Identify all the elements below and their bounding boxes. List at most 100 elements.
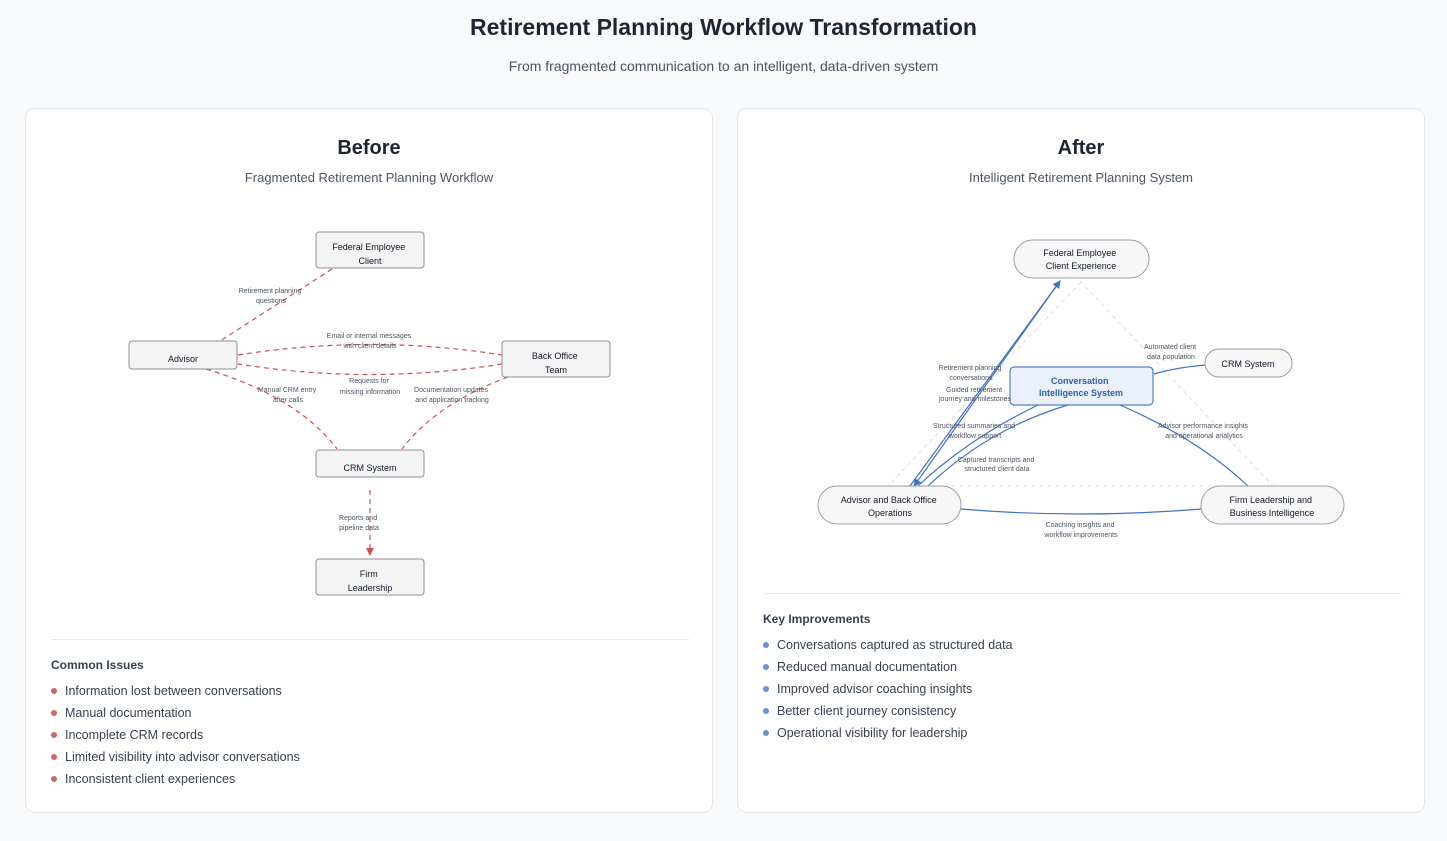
after-title: After (1057, 137, 1105, 159)
node-ci-label-1: Conversation (1051, 376, 1109, 386)
list-item: Information lost between conversations (51, 680, 300, 702)
improvements-list: Conversations captured as structured dat… (763, 634, 1013, 744)
svg-text:Conversation Intellige: Conversation Intelligence System (1039, 376, 1123, 398)
before-title: Before (337, 137, 401, 159)
node-conversation-intelligence: Conversation Intelligence System (1009, 366, 1154, 406)
improvement-text: Operational visibility for leadership (777, 726, 968, 740)
node-leadership-label-2: Business Intelligence (1230, 508, 1315, 518)
edge-label-backoffice-crm: Documentation updates and application tr… (414, 387, 490, 404)
svg-text:Federal Employee Clien: Federal Employee Client Experience (1043, 248, 1119, 271)
edge-label-advisor-client: Retirement planning conversations (939, 365, 1004, 382)
issue-text: Inconsistent client experiences (65, 772, 236, 786)
node-crm: CRM System (315, 449, 425, 478)
bullet-icon (51, 732, 57, 738)
page-title: Retirement Planning Workflow Transformat… (470, 14, 977, 40)
after-divider (763, 593, 1401, 594)
edge-label-ci-crm: Automated client data population (1144, 344, 1198, 361)
node-leadership-label-1: Firm Leadership and (1229, 495, 1312, 505)
issues-title: Common Issues (51, 658, 144, 672)
after-diagram: Federal Employee Client Experience Conve… (817, 239, 1345, 539)
node-crm-system: CRM System (1204, 348, 1293, 378)
page-subtitle: From fragmented communication to an inte… (508, 58, 939, 74)
bullet-icon (51, 754, 57, 760)
bullet-icon (763, 730, 769, 736)
improvement-text: Improved advisor coaching insights (777, 682, 973, 696)
background-triangle (886, 281, 1275, 487)
bullet-icon (763, 642, 769, 648)
node-advisor-label: Advisor (168, 354, 198, 364)
edge-label-client-advisor: Guided retirement journey and milestones (938, 387, 1011, 403)
node-client: Federal Employee Client (315, 231, 425, 269)
node-crm-label: CRM System (343, 463, 396, 473)
node-backoffice: Back Office Team (501, 340, 611, 378)
node-advisor-label-1: Advisor and Back Office (841, 495, 937, 505)
issue-text: Incomplete CRM records (65, 728, 204, 742)
node-leadership-label-2: Leadership (348, 583, 393, 593)
after-subtitle: Intelligent Retirement Planning System (968, 170, 1193, 185)
edge-advisor-crm (205, 368, 338, 450)
issues-list: Information lost between conversations M… (51, 680, 300, 790)
improvement-text: Reduced manual documentation (777, 660, 957, 674)
edge-backoffice-crm (401, 376, 509, 450)
list-item: Operational visibility for leadership (763, 722, 1013, 744)
list-item: Better client journey consistency (763, 700, 1013, 722)
edge-label-advisor-backoffice: Email or internal messages with client d… (327, 333, 413, 350)
node-client-label-2: Client Experience (1046, 261, 1117, 271)
node-backoffice-label-2: Team (545, 365, 567, 375)
edge-label-advisor-crm: Manual CRM entry after calls (258, 387, 318, 404)
issue-text: Information lost between conversations (65, 684, 282, 698)
edge-label-crm-leadership: Reports and pipeline data (339, 515, 379, 532)
svg-text:Firm Leadership and Bu: Firm Leadership and Business Intelligenc… (1229, 495, 1314, 518)
bullet-icon (763, 664, 769, 670)
node-advisor-label-2: Operations (868, 508, 913, 518)
bullet-icon (763, 708, 769, 714)
node-leadership-label-1: Firm (360, 569, 378, 579)
edge-label-ci-leadership: Advisor performance insights and operati… (1158, 423, 1250, 440)
bullet-icon (763, 686, 769, 692)
after-panel: After Intelligent Retirement Planning Sy… (737, 108, 1425, 813)
svg-text:Firm Leadership: Firm Leadership (348, 569, 393, 593)
svg-text:Advisor and Back Office: Advisor and Back Office Operations (841, 495, 939, 518)
list-item: Inconsistent client experiences (51, 768, 300, 790)
node-ci-label-2: Intelligence System (1039, 388, 1123, 398)
node-client-experience: Federal Employee Client Experience (1013, 239, 1150, 279)
improvement-text: Better client journey consistency (777, 704, 957, 718)
edge-ci-crm (1153, 364, 1207, 375)
svg-text:Federal Employee Clien: Federal Employee Client (332, 242, 408, 266)
node-client-label-2: Client (358, 256, 382, 266)
edge-client-advisor (913, 280, 1061, 487)
edge-client-advisor (219, 268, 333, 342)
edge-label-ci-advisor: Structured summaries and workflow suppor… (933, 423, 1017, 440)
node-advisor: Advisor (128, 340, 238, 370)
edge-backoffice-advisor (237, 363, 503, 376)
list-item: Reduced manual documentation (763, 656, 1013, 678)
node-firm-leadership: Firm Leadership and Business Intelligenc… (1200, 485, 1345, 525)
list-item: Manual documentation (51, 702, 300, 724)
list-item: Incomplete CRM records (51, 724, 300, 746)
edge-advisor-ci (927, 404, 1069, 487)
improvements-title: Key Improvements (763, 612, 871, 626)
bullet-icon (51, 776, 57, 782)
node-backoffice-label-1: Back Office (532, 351, 578, 361)
node-leadership: Firm Leadership (315, 558, 425, 596)
before-diagram: Federal Employee Client Advisor Back Off… (128, 231, 611, 596)
edge-label-leadership-advisor: Coaching insights and workflow improveme… (1043, 522, 1118, 539)
list-item: Limited visibility into advisor conversa… (51, 746, 300, 768)
edge-label-advisor-ci: Captured transcripts and structured clie… (958, 457, 1037, 473)
issue-text: Manual documentation (65, 706, 192, 720)
edge-leadership-advisor (960, 508, 1203, 515)
edge-ci-advisor (917, 404, 1039, 487)
list-item: Conversations captured as structured dat… (763, 634, 1013, 656)
improvement-text: Conversations captured as structured dat… (777, 638, 1013, 652)
bullet-icon (51, 710, 57, 716)
svg-text:Back Office Team: Back Office Team (532, 351, 580, 375)
issue-text: Limited visibility into advisor conversa… (65, 750, 300, 764)
edge-label-backoffice-advisor: Requests for missing information (340, 378, 400, 396)
edge-ci-leadership (1119, 404, 1249, 487)
before-panel: Before Fragmented Retirement Planning Wo… (25, 108, 713, 813)
before-divider (51, 639, 689, 640)
node-client-label-1: Federal Employee (1043, 248, 1116, 258)
list-item: Improved advisor coaching insights (763, 678, 1013, 700)
node-crm-label: CRM System (1221, 359, 1274, 369)
edge-label-client-advisor: Retirement planning questions (239, 288, 304, 305)
